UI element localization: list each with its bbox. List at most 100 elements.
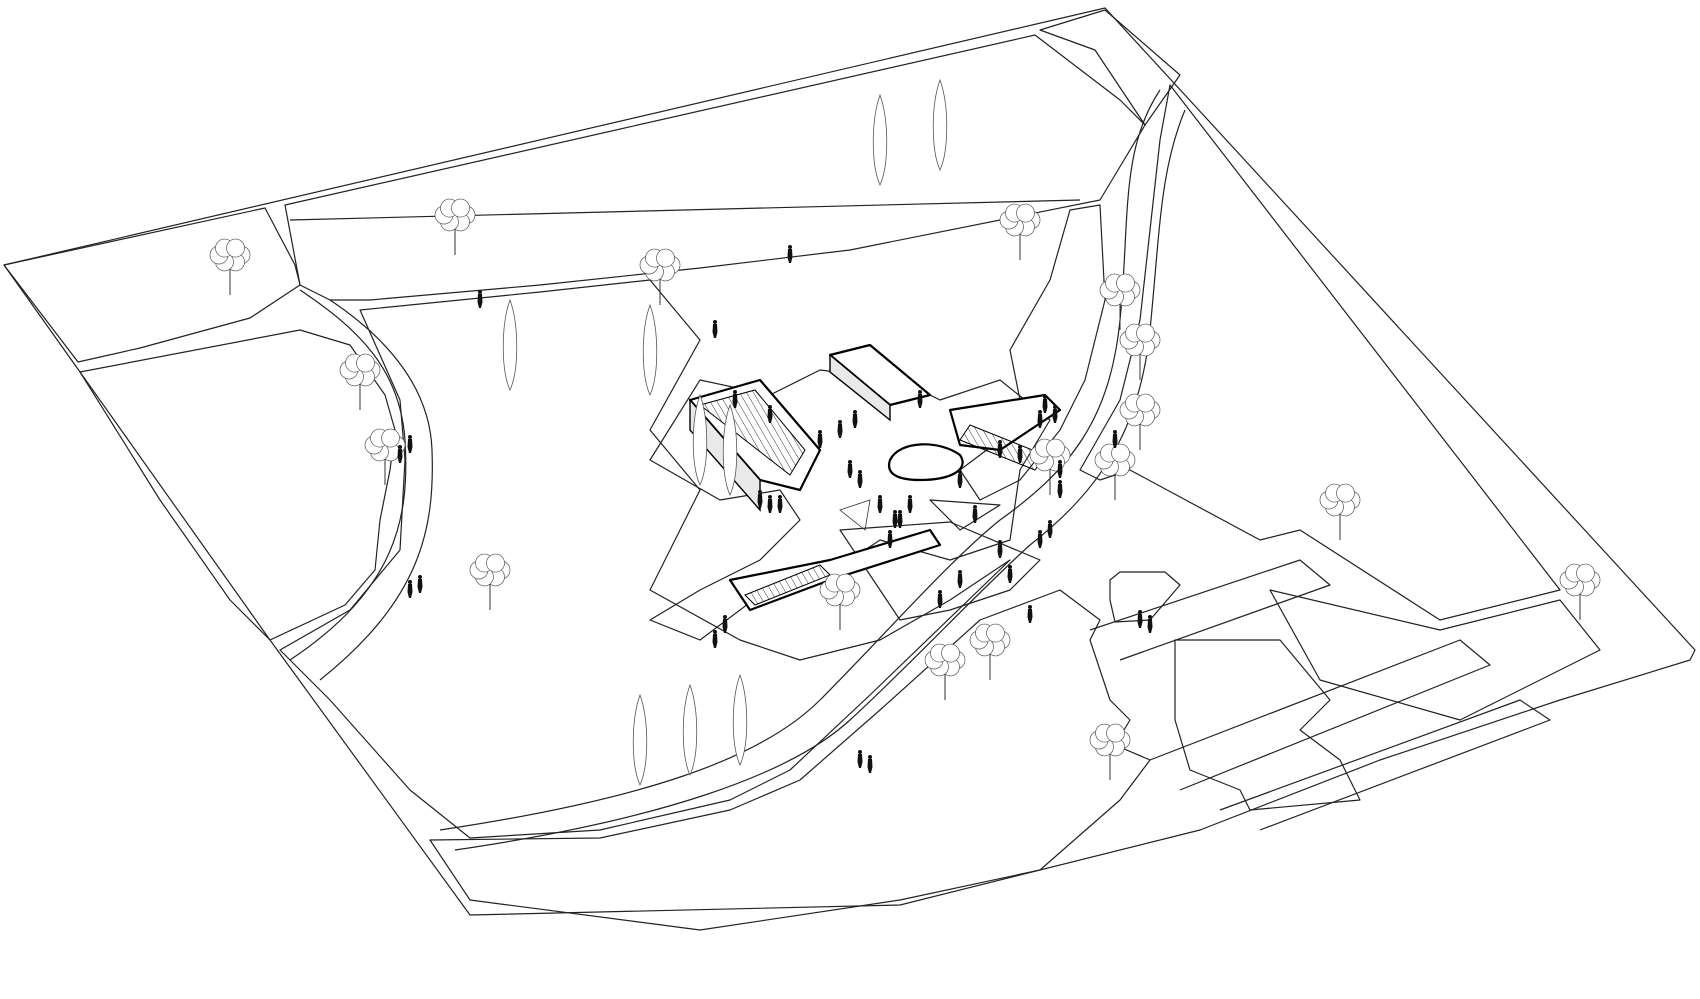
trees — [209, 78, 1601, 786]
person-figure — [917, 390, 923, 408]
road-east-curve — [439, 89, 1161, 831]
cypress-tree — [692, 393, 708, 486]
ground-areas — [3, 9, 1601, 931]
person-figure — [767, 405, 773, 423]
north-wing-facade — [829, 353, 891, 422]
person-figure — [1047, 520, 1053, 538]
person-figure — [787, 245, 793, 263]
cypress-tree — [732, 673, 748, 766]
person-figure — [907, 495, 913, 513]
person-figure — [712, 320, 718, 338]
person-figure — [957, 570, 963, 588]
person-figure — [1052, 405, 1058, 423]
path-north — [289, 199, 1081, 221]
person-figure — [857, 750, 863, 768]
road-southeast-1 — [1089, 559, 1331, 661]
person-figure — [857, 470, 863, 488]
road-southeast-3 — [1219, 699, 1551, 831]
person-figure — [897, 510, 903, 528]
deciduous-tree — [1319, 483, 1361, 540]
people — [397, 245, 1153, 773]
deciduous-tree — [639, 248, 681, 305]
garden-east — [959, 204, 1106, 501]
person-figure — [722, 615, 728, 633]
cypress-tree — [642, 303, 658, 396]
deciduous-tree — [999, 203, 1041, 260]
person-figure — [1027, 605, 1033, 623]
deciduous-tree — [1119, 323, 1161, 380]
person-figure — [1037, 410, 1043, 428]
deciduous-tree — [1089, 723, 1131, 780]
cypress-tree — [872, 93, 888, 186]
person-figure — [997, 540, 1003, 558]
person-figure — [972, 505, 978, 523]
circulation-paths — [289, 89, 1551, 851]
cypress-tree — [722, 403, 738, 496]
path-west-edge — [319, 299, 433, 681]
person-figure — [397, 445, 403, 463]
person-figure — [732, 390, 738, 408]
person-figure — [1112, 430, 1118, 448]
person-figure — [712, 630, 718, 648]
courtyard-void — [839, 499, 871, 531]
deciduous-tree — [339, 353, 381, 410]
person-figure — [887, 530, 893, 548]
person-figure — [407, 435, 413, 453]
cypress-tree — [632, 693, 648, 786]
person-figure — [877, 495, 883, 513]
cypress-tree — [932, 78, 948, 171]
person-figure — [817, 430, 823, 448]
deciduous-tree — [819, 573, 861, 630]
road-southeast-2 — [1149, 639, 1491, 791]
lawn-southeast-strip — [1269, 589, 1601, 721]
deciduous-tree — [924, 643, 966, 700]
person-figure — [757, 490, 763, 508]
oval-pit — [887, 443, 964, 482]
person-figure — [767, 495, 773, 513]
person-figure — [892, 510, 898, 528]
deciduous-tree — [1099, 273, 1141, 330]
person-figure — [957, 470, 963, 488]
cypress-tree — [682, 683, 698, 776]
person-figure — [867, 755, 873, 773]
person-figure — [1057, 460, 1063, 478]
lawn-north — [284, 34, 1146, 301]
deciduous-tree — [364, 428, 406, 485]
person-figure — [1007, 565, 1013, 583]
person-figure — [417, 575, 423, 593]
person-figure — [1037, 530, 1043, 548]
person-figure — [1057, 480, 1063, 498]
person-figure — [847, 460, 853, 478]
deciduous-tree — [969, 623, 1011, 680]
person-figure — [852, 410, 858, 428]
lawn-northeast-strip — [1039, 9, 1181, 126]
lawn-east — [1079, 84, 1561, 621]
path-west — [289, 289, 407, 661]
person-figure — [777, 495, 783, 513]
garden-south — [429, 589, 1151, 931]
person-figure — [407, 580, 413, 598]
deciduous-tree — [1119, 393, 1161, 450]
deciduous-tree — [209, 238, 251, 295]
person-figure — [997, 440, 1003, 458]
person-figure — [1147, 615, 1153, 633]
deciduous-tree — [1094, 443, 1136, 500]
deciduous-tree — [469, 553, 511, 610]
triangle-patch — [929, 499, 1001, 531]
person-figure — [1042, 395, 1048, 413]
person-figure — [1017, 445, 1023, 463]
person-figure — [1137, 610, 1143, 628]
lawn-west — [79, 329, 396, 641]
person-figure — [937, 590, 943, 608]
road-east-curve-edge — [454, 109, 1186, 851]
meadow-east-patch — [839, 521, 1041, 621]
person-figure — [837, 420, 843, 438]
deciduous-tree — [1559, 563, 1601, 620]
cypress-tree — [502, 298, 518, 391]
garden-northwest — [3, 207, 301, 363]
site-boundary — [3, 7, 1696, 916]
deciduous-tree — [434, 198, 476, 255]
person-figure — [477, 290, 483, 308]
parking-area — [1174, 639, 1361, 811]
